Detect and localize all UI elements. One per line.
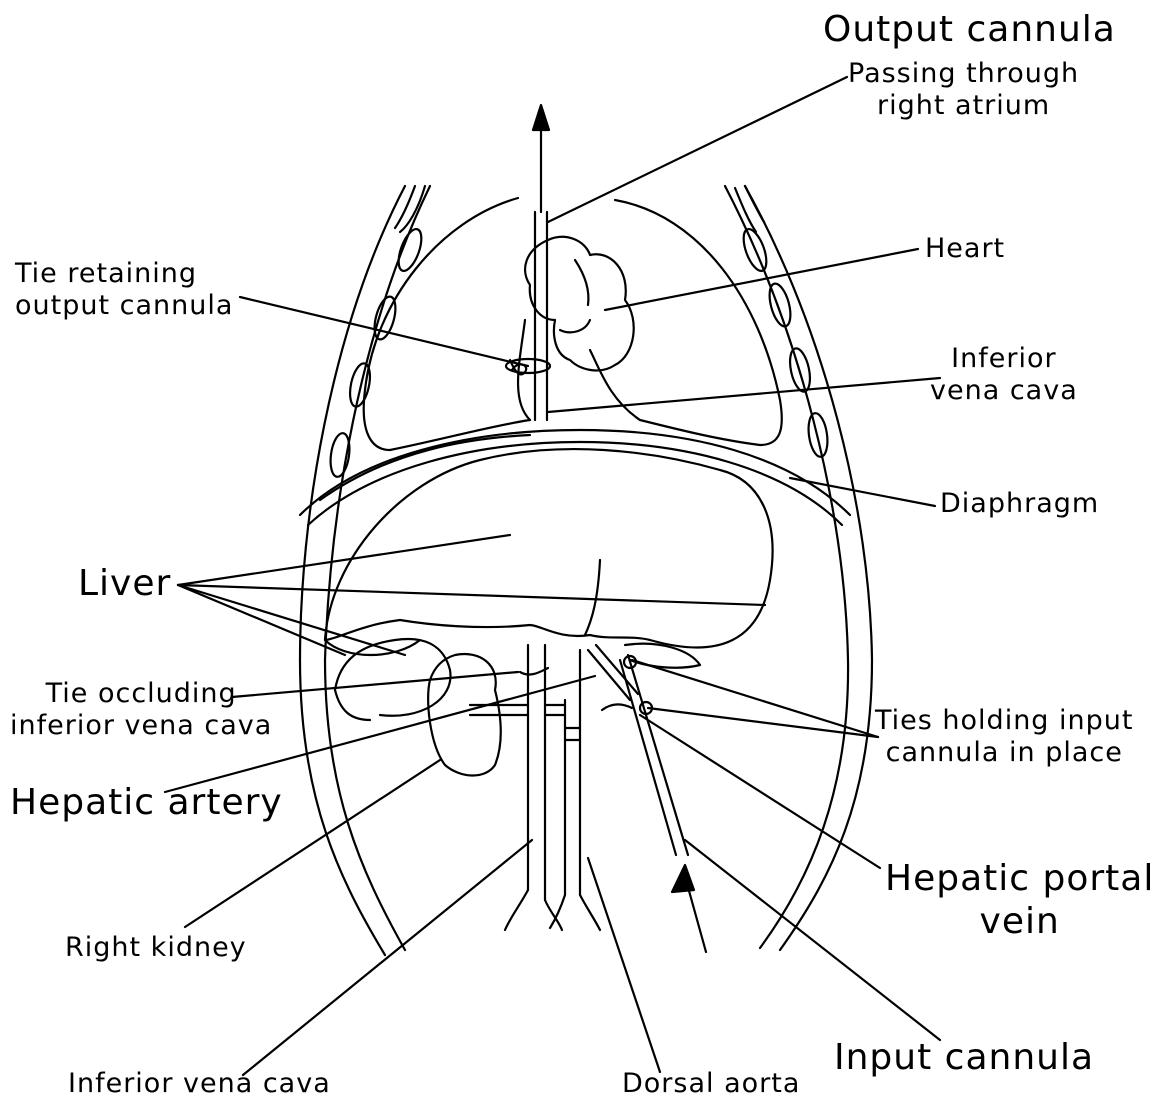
label-heart: Heart <box>925 233 1005 265</box>
vena-cava-and-aorta <box>470 645 600 930</box>
label-tie-occluding-inferior-vena-cava: Tie occluding inferior vena cava <box>10 678 272 743</box>
label-tie-retaining-output-cannula: Tie retaining output cannula <box>15 258 233 323</box>
portal-vein-input-cannula <box>588 645 706 952</box>
label-hepatic-portal-vein: Hepatic portal vein <box>885 857 1154 943</box>
label-passing-through-right-atrium: Passing through right atrium <box>848 58 1079 123</box>
heart <box>525 237 634 371</box>
label-inferior-vena-cava-upper: Inferior vena cava <box>930 343 1078 408</box>
label-liver: Liver <box>78 562 171 605</box>
label-output-cannula: Output cannula <box>823 8 1116 51</box>
label-diaphragm: Diaphragm <box>940 488 1099 520</box>
label-inferior-vena-cava-lower: Inferior vena cava <box>68 1068 331 1100</box>
lungs <box>364 198 782 450</box>
label-dorsal-aorta: Dorsal aorta <box>622 1068 800 1100</box>
rib-cage-right <box>725 186 872 950</box>
label-ties-holding-input-cannula: Ties holding input cannula in place <box>875 705 1133 770</box>
label-input-cannula: Input cannula <box>834 1036 1094 1079</box>
label-hepatic-artery: Hepatic artery <box>10 781 283 824</box>
liver <box>325 449 773 720</box>
output-cannula <box>506 105 550 420</box>
label-right-kidney: Right kidney <box>65 932 247 964</box>
